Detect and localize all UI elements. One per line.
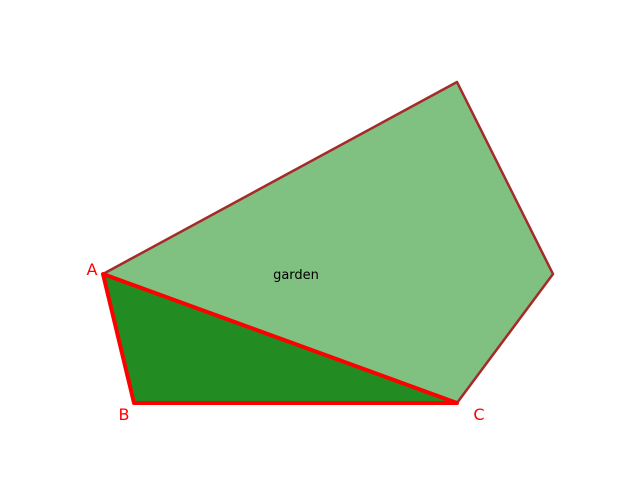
garden-label: garden xyxy=(273,268,319,283)
vertex-label-c: C xyxy=(473,405,484,424)
vertex-label-b: B xyxy=(119,405,130,424)
vertex-label-a: A xyxy=(87,260,98,279)
triangle-abc xyxy=(101,272,459,405)
